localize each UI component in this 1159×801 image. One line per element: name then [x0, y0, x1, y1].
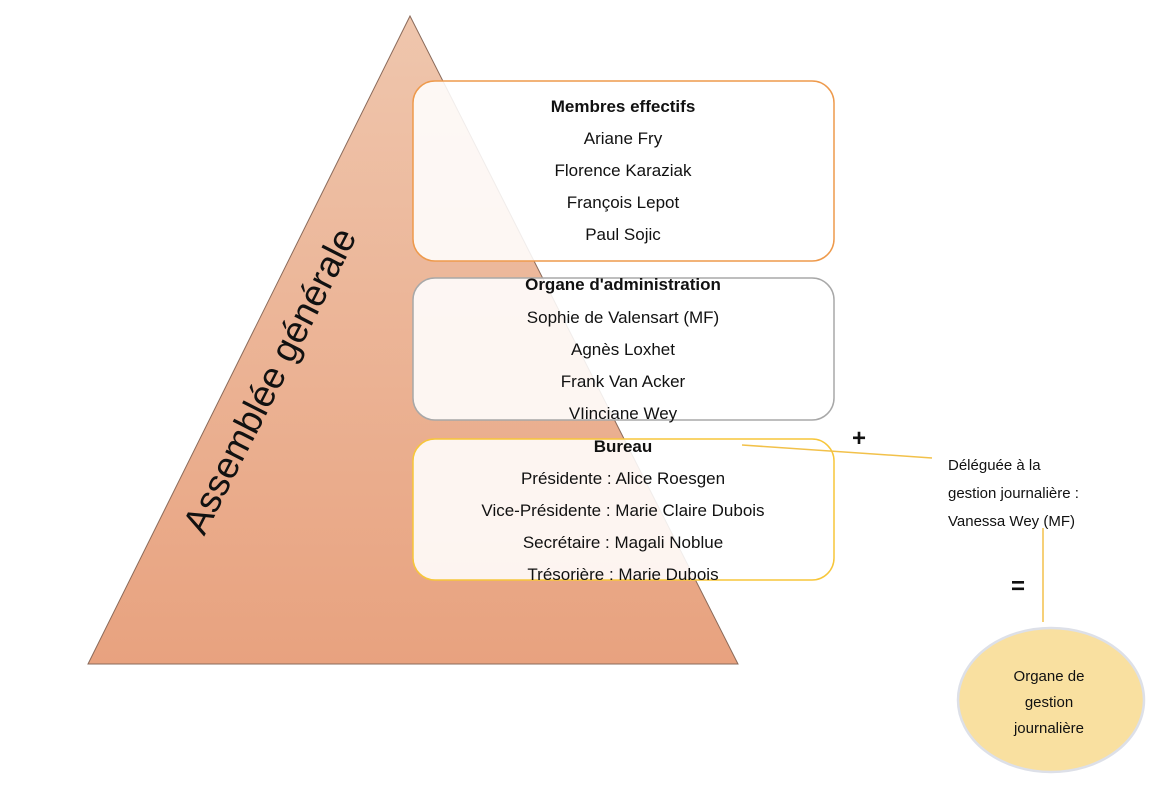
- result-line: Organe de: [1014, 668, 1085, 685]
- connector-bureau-to-delegate: [741, 444, 933, 459]
- member-role: Secrétaire : Magali Noblue: [523, 533, 723, 552]
- box-bureau: Bureau Présidente : Alice Roesgen Vice-P…: [412, 437, 835, 584]
- equals-symbol: =: [1011, 573, 1025, 600]
- box-membres-effectifs-frame: [412, 80, 835, 262]
- member-name: François Lepot: [567, 193, 680, 212]
- delegate-line: Vanessa Wey (MF): [948, 513, 1075, 530]
- plus-symbol: +: [852, 425, 866, 452]
- member-name: Agnès Loxhet: [571, 340, 675, 359]
- box-title: Bureau: [594, 437, 653, 456]
- result-circle: [956, 626, 1146, 774]
- box-organe-administration-frame: [412, 277, 835, 421]
- delegate-block: Déléguée à la gestion journalière : Vane…: [948, 457, 1079, 530]
- member-role: Présidente : Alice Roesgen: [521, 469, 725, 488]
- box-membres-effectifs: Membres effectifs Ariane Fry Florence Ka…: [412, 80, 835, 262]
- box-title: Membres effectifs: [551, 97, 696, 116]
- box-bureau-frame: [412, 438, 835, 581]
- result-line: gestion: [1025, 694, 1073, 711]
- member-name: VIinciane Wey: [569, 404, 678, 423]
- member-name: Paul Sojic: [585, 225, 661, 244]
- delegate-line: Déléguée à la: [948, 457, 1041, 474]
- box-organe-administration: Organe d'administration Sophie de Valens…: [412, 275, 835, 423]
- box-title: Organe d'administration: [525, 275, 721, 294]
- member-name: Florence Karaziak: [554, 161, 692, 180]
- member-name: Ariane Fry: [584, 129, 663, 148]
- member-name: Sophie de Valensart (MF): [527, 308, 719, 327]
- member-role: Vice-Présidente : Marie Claire Dubois: [481, 501, 764, 520]
- result-circle-group: Organe de gestion journalière: [956, 626, 1146, 774]
- delegate-line: gestion journalière :: [948, 485, 1079, 502]
- result-line: journalière: [1013, 720, 1084, 737]
- member-role: Trésorière : Marie Dubois: [527, 565, 718, 584]
- member-name: Frank Van Acker: [561, 372, 686, 391]
